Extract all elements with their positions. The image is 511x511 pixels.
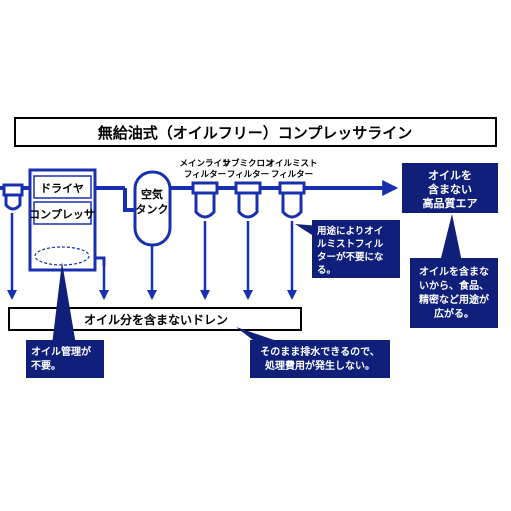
output-line2: 含まない bbox=[427, 182, 472, 196]
callout-oil-management: オイル管理が 不要。 bbox=[26, 262, 104, 378]
mainline-filter bbox=[191, 181, 219, 219]
callout-bg bbox=[410, 258, 498, 328]
title-frame bbox=[14, 117, 497, 147]
callout-line: 処理費用が発生しない。 bbox=[264, 359, 375, 372]
callout-bg bbox=[312, 220, 400, 278]
output-line3: 高品質エア bbox=[423, 196, 478, 210]
title-bar: 無給油式（オイルフリー）コンプレッサライン bbox=[14, 117, 497, 147]
air-tank: 空気 タンク bbox=[133, 170, 172, 247]
callout-line: 精密など用途が bbox=[419, 293, 490, 306]
callout-pointer bbox=[440, 214, 462, 262]
oil-mist-filter-label-line2: フィルター bbox=[271, 169, 313, 180]
compressor-drain-outlet bbox=[95, 256, 106, 266]
submicron-filter-bowl bbox=[237, 191, 259, 219]
oil-mist-filter bbox=[278, 181, 306, 219]
callout-line: 不要。 bbox=[31, 360, 61, 372]
filter-labels: メインライン フィルター サブミクロン フィルター オイルミスト フィルター bbox=[179, 158, 317, 180]
callout-line: オイルを含まな bbox=[419, 265, 489, 278]
oil-free-zone bbox=[34, 246, 90, 266]
callout-line: る。 bbox=[317, 265, 336, 276]
air-tank-label-line1: 空気 bbox=[141, 187, 163, 201]
drain-label: オイル分を含まないドレン bbox=[84, 312, 228, 327]
callout-pointer bbox=[52, 262, 76, 345]
callout-line: ターが不要にな bbox=[317, 251, 384, 263]
drain-bar-frame bbox=[8, 307, 302, 331]
submicron-filter bbox=[234, 181, 262, 219]
callout-disposal-cost: そのまま排水できるので、 処理費用が発生しない。 bbox=[236, 327, 390, 378]
oil-mist-filter-label-line1: オイルミスト bbox=[266, 159, 317, 169]
callout-bg bbox=[250, 340, 390, 378]
dryer-label: ドライヤ bbox=[40, 182, 84, 195]
callout-oil-mist-not-needed: 用途によりオイ ルミストフィル ターが不要にな る。 bbox=[295, 220, 400, 278]
air-tank-label-line2: タンク bbox=[136, 203, 169, 216]
callout-bg bbox=[26, 340, 104, 378]
mainline-filter-label-line1: メインライン bbox=[179, 159, 231, 169]
callout-line: 用途によりオイ bbox=[316, 225, 383, 237]
drain-bar: オイル分を含まないドレン bbox=[8, 307, 302, 331]
compressor-label: コンプレッサ bbox=[29, 207, 95, 221]
callout-line: そのまま排水できるので、 bbox=[260, 345, 379, 358]
compressor-section bbox=[33, 201, 92, 225]
mainline-filter-bowl bbox=[194, 191, 216, 219]
mainline-filter-label-line2: フィルター bbox=[184, 169, 226, 180]
callout-line: オイル管理が bbox=[31, 345, 92, 358]
output-box: オイルを 含まない 高品質エア bbox=[402, 163, 498, 213]
dryer-section bbox=[33, 175, 92, 199]
submicron-filter-label-line1: サブミクロン bbox=[222, 158, 274, 169]
oil-mist-filter-bowl bbox=[281, 191, 303, 219]
inlet-filter-bowl bbox=[4, 193, 22, 211]
page-title: 無給油式（オイルフリー）コンプレッサライン bbox=[98, 124, 413, 142]
compressor-unit: ドライヤ コンプレッサ bbox=[28, 168, 106, 272]
drain-arrows bbox=[7, 213, 297, 300]
callout-wide-uses: オイルを含まな いから、食品、 精密など用途が 広がる。 bbox=[410, 214, 498, 328]
submicron-filter-label-line2: フィルター bbox=[227, 169, 269, 180]
callout-line: ルミストフィル bbox=[317, 239, 384, 250]
output-box-bg bbox=[402, 163, 498, 213]
line-tank-inlet bbox=[123, 188, 137, 212]
output-line1: オイルを bbox=[428, 169, 472, 182]
inlet-filter bbox=[2, 183, 24, 211]
callout-line: 広がる。 bbox=[434, 307, 474, 320]
callout-line: いから、食品、 bbox=[419, 279, 489, 292]
